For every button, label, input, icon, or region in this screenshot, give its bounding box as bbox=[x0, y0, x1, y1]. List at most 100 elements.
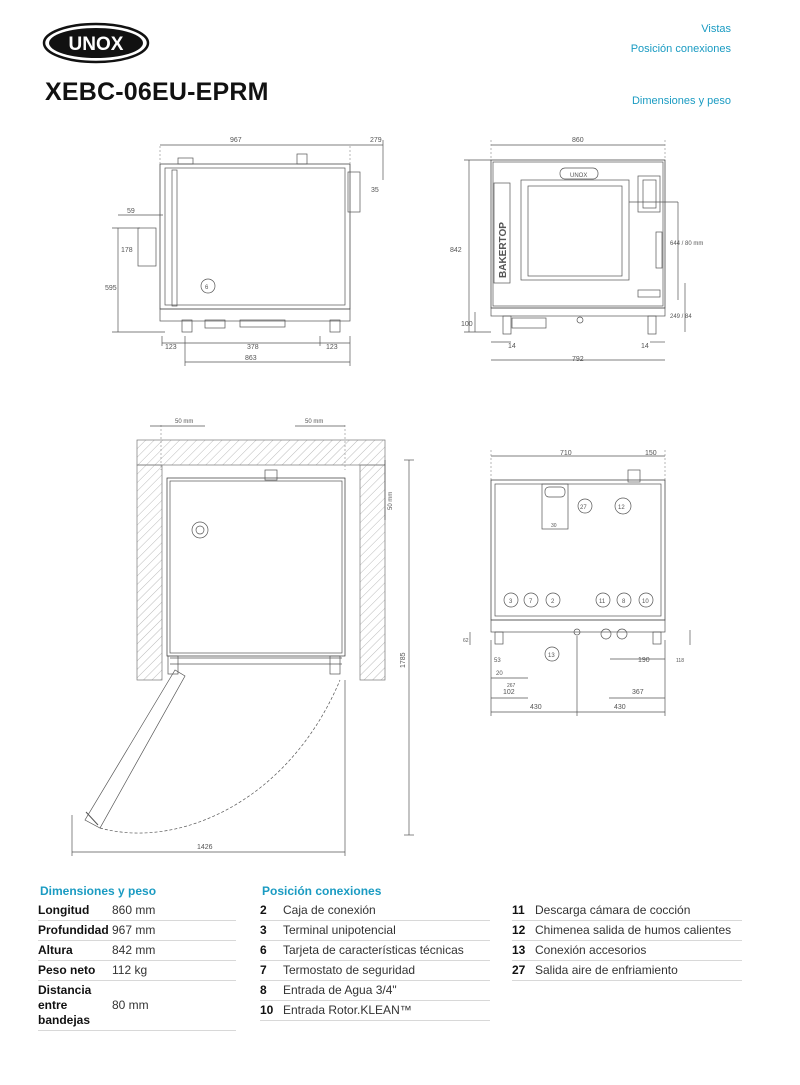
dim-top-left-clearance: 50 mm bbox=[175, 419, 193, 425]
connection-text: Termostato de seguridad bbox=[283, 963, 416, 977]
dim-front-249: 249 / 84 bbox=[670, 314, 692, 320]
connection-row: 3 Terminal unipotencial bbox=[260, 921, 490, 941]
connection-num: 2 bbox=[260, 903, 267, 917]
callout-rear-7: 7 bbox=[529, 599, 533, 605]
dim-label: Distancia entre bandejas bbox=[38, 983, 92, 1027]
dim-top-1785: 1785 bbox=[400, 652, 407, 668]
dim-rear-20: 20 bbox=[496, 671, 503, 677]
connection-num: 11 bbox=[512, 903, 525, 917]
dim-side-top: 279 bbox=[370, 137, 382, 144]
connection-num: 7 bbox=[260, 963, 267, 977]
dim-rear-62: 62 bbox=[463, 638, 469, 644]
connection-row: 27 Salida aire de enfriamiento bbox=[512, 961, 742, 981]
connection-text: Tarjeta de características técnicas bbox=[283, 943, 464, 957]
dim-value: 80 mm bbox=[112, 998, 149, 1012]
dim-rear-367: 367 bbox=[632, 689, 644, 696]
connections-title: Posición conexiones bbox=[262, 884, 382, 898]
connection-row: 8 Entrada de Agua 3/4" bbox=[260, 981, 490, 1001]
dim-label: Longitud bbox=[38, 903, 90, 917]
dim-rear-102: 102 bbox=[503, 689, 515, 696]
dim-side-depth: 967 bbox=[230, 137, 242, 144]
nav-link-vistas[interactable]: Vistas bbox=[701, 23, 731, 35]
dim-side-chimney: 35 bbox=[371, 187, 379, 194]
dim-front-14b: 14 bbox=[641, 343, 649, 350]
connections-col2: 11 Descarga cámara de cocción 12 Chimenea … bbox=[512, 901, 742, 981]
callout-rear-13: 13 bbox=[548, 653, 555, 659]
front-brand-label: BAKERTOP bbox=[498, 222, 509, 278]
front-view: 860 842 100 14 14 792 644 / 80 mm 249 / … bbox=[450, 137, 703, 363]
connection-text: Conexión accesorios bbox=[535, 943, 647, 957]
dim-side-59: 59 bbox=[127, 208, 135, 215]
connection-num: 8 bbox=[260, 983, 267, 997]
dim-rear-430a: 430 bbox=[530, 704, 542, 711]
connection-text: Entrada de Agua 3/4" bbox=[283, 983, 397, 997]
rear-view: 710 150 30 27 12 3 7 2 11 8 10 13 62 53 … bbox=[463, 450, 691, 716]
dim-value: 842 mm bbox=[112, 943, 156, 957]
callout-side-6: 6 bbox=[205, 285, 209, 291]
dim-front-width: 860 bbox=[572, 137, 584, 144]
dim-row: Altura 842 mm bbox=[38, 941, 236, 961]
connection-num: 10 bbox=[260, 1003, 274, 1017]
connection-row: 12 Chimenea salida de humos calientes bbox=[512, 921, 742, 941]
dim-front-644: 644 / 80 mm bbox=[670, 241, 703, 247]
connection-row: 7 Termostato de seguridad bbox=[260, 961, 490, 981]
connection-num: 27 bbox=[512, 963, 526, 977]
dim-rear-190: 190 bbox=[638, 657, 650, 664]
unox-logo: UNOX bbox=[42, 22, 150, 64]
dim-rear-118: 118 bbox=[676, 658, 684, 664]
dim-rear-710: 710 bbox=[560, 450, 572, 457]
dim-label: Profundidad bbox=[38, 923, 109, 937]
dim-value: 967 mm bbox=[112, 923, 156, 937]
front-logo: UNOX bbox=[570, 173, 587, 179]
dim-front-height: 842 bbox=[450, 247, 462, 254]
connection-text: Terminal unipotencial bbox=[283, 923, 396, 937]
nav-link-dimensiones-peso[interactable]: Dimensiones y peso bbox=[631, 95, 731, 107]
dim-front-14a: 14 bbox=[508, 343, 516, 350]
dim-top-1426: 1426 bbox=[197, 844, 213, 851]
dim-rear-30: 30 bbox=[551, 523, 557, 529]
dim-rear-150: 150 bbox=[645, 450, 657, 457]
connection-row: 13 Conexión accesorios bbox=[512, 941, 742, 961]
callout-rear-27: 27 bbox=[580, 505, 587, 511]
connection-num: 13 bbox=[512, 943, 526, 957]
dim-label: Altura bbox=[38, 943, 73, 957]
dim-side-178: 178 bbox=[121, 247, 133, 254]
connection-row: 2 Caja de conexión bbox=[260, 901, 490, 921]
dim-row: Distancia entre bandejas 80 mm bbox=[38, 981, 236, 1031]
connection-text: Caja de conexión bbox=[283, 903, 376, 917]
connection-num: 12 bbox=[512, 923, 526, 937]
connection-text: Salida aire de enfriamiento bbox=[535, 963, 678, 977]
dim-rear-267: 267 bbox=[507, 683, 516, 689]
connection-num: 3 bbox=[260, 923, 267, 937]
logo-text: UNOX bbox=[69, 34, 124, 55]
dim-front-100: 100 bbox=[461, 321, 473, 328]
callout-rear-8: 8 bbox=[622, 599, 626, 605]
dim-rear-53: 53 bbox=[494, 658, 501, 664]
connection-text: Chimenea salida de humos calientes bbox=[535, 923, 732, 937]
dim-rear-430b: 430 bbox=[614, 704, 626, 711]
dim-value: 860 mm bbox=[112, 903, 156, 917]
callout-rear-10: 10 bbox=[642, 599, 649, 605]
callout-rear-12: 12 bbox=[618, 505, 625, 511]
side-view: 967 279 35 59 178 595 6 123 378 123 863 bbox=[105, 137, 384, 366]
connection-num: 6 bbox=[260, 943, 267, 957]
technical-drawings: 967 279 35 59 178 595 6 123 378 123 863 bbox=[71, 137, 703, 856]
dim-value: 112 kg bbox=[112, 963, 148, 977]
top-view: 50 mm 50 mm 50 mm 1785 1426 bbox=[71, 419, 414, 856]
dim-side-863: 863 bbox=[245, 355, 257, 362]
dim-side-378: 378 bbox=[247, 344, 259, 351]
connection-text: Descarga cámara de cocción bbox=[535, 903, 691, 917]
connection-text: Entrada Rotor.KLEAN™ bbox=[283, 1003, 412, 1017]
nav-link-posicion-conexiones[interactable]: Posición conexiones bbox=[630, 43, 731, 55]
connection-row: 6 Tarjeta de características técnicas bbox=[260, 941, 490, 961]
dim-front-792: 792 bbox=[572, 356, 584, 363]
dim-row: Longitud 860 mm bbox=[38, 901, 236, 921]
connection-row: 10 Entrada Rotor.KLEAN™ bbox=[260, 1001, 490, 1021]
connections-col1: 2 Caja de conexión 3 Terminal unipotencial… bbox=[260, 901, 490, 1021]
callout-rear-11: 11 bbox=[599, 599, 606, 605]
callout-rear-2: 2 bbox=[551, 599, 555, 605]
callout-rear-3: 3 bbox=[509, 599, 513, 605]
